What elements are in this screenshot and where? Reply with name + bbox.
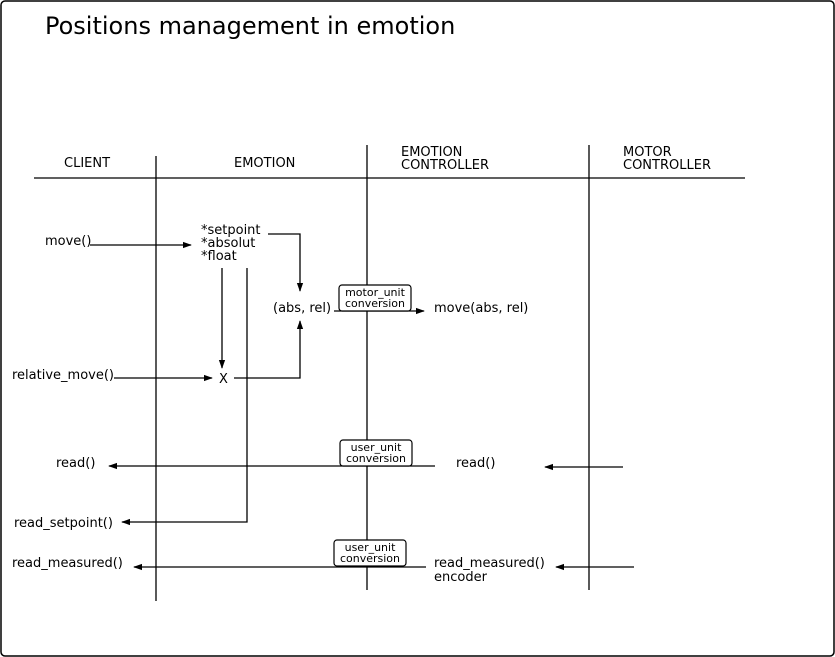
user-unit-conversion-box-read: user_unit conversion (339, 439, 413, 467)
call-relative-move: relative_move() (12, 368, 114, 383)
controller-move: move(abs, rel) (434, 301, 528, 316)
svg-text:conversion: conversion (340, 552, 400, 565)
arrow-junction-to-absrel (234, 320, 304, 379)
arrow-setpoint-to-client (121, 268, 248, 526)
column-header-motor-controller-line1: MOTOR (623, 145, 672, 160)
state-setpoint: *setpoint (201, 223, 261, 238)
column-header-emotion-controller-line2: CONTROLLER (401, 158, 489, 173)
junction-x: X (219, 372, 228, 387)
arrow-setpoint-to-absrel (268, 233, 304, 292)
column-header-motor-controller-line2: CONTROLLER (623, 158, 711, 173)
motor-unit-conversion-box: motor_unit conversion (338, 284, 412, 312)
user-unit-conversion-box-measured: user_unit conversion (333, 539, 407, 567)
controller-read: read() (456, 456, 495, 471)
diagram-title: Positions management in emotion (45, 12, 455, 40)
column-header-emotion-controller-line1: EMOTION (401, 145, 462, 160)
state-absolut: *absolut (201, 236, 255, 251)
svg-text:motor_unit: motor_unit (345, 286, 406, 299)
svg-text:user_unit: user_unit (345, 541, 396, 554)
svg-text:conversion: conversion (346, 452, 406, 465)
svg-text:conversion: conversion (345, 297, 405, 310)
controller-encoder: encoder (434, 570, 488, 585)
call-read-measured: read_measured() (12, 556, 123, 571)
column-header-client: CLIENT (64, 156, 110, 171)
abs-rel-label: (abs, rel) (273, 301, 331, 316)
svg-text:user_unit: user_unit (351, 441, 402, 454)
call-read: read() (56, 456, 95, 471)
state-float: *float (201, 249, 237, 264)
call-move: move() (45, 234, 91, 249)
call-read-setpoint: read_setpoint() (14, 516, 113, 531)
column-header-emotion: EMOTION (234, 156, 295, 171)
controller-read-measured: read_measured() (434, 556, 545, 571)
